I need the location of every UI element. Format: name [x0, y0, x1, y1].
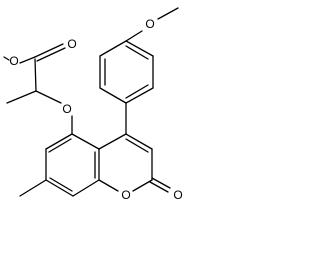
bond-aryl-methoxy-o: [125, 30, 143, 42]
atom-label-ester-carbonyl-oxygen: O: [67, 37, 76, 51]
chemical-structure: O O O O O O: [3, 7, 183, 202]
bond-c4-c3-inner: [125, 138, 149, 153]
bond-c2-o1: [132, 179, 153, 192]
bond-c8-c8a: [72, 179, 100, 197]
atom-label-ester-ether-oxygen: O: [9, 54, 18, 68]
bond-lines: [3, 7, 179, 197]
bond-c7-methyl: [19, 179, 47, 197]
atom-label-lactone-carbonyl-oxygen: O: [173, 188, 182, 202]
bond-aryl-6-1: [125, 87, 154, 104]
bond-aryl-6-1-inner: [125, 84, 149, 99]
bond-c2-carbonyl-a: [151, 177, 171, 189]
bond-aryl-3-4: [99, 40, 127, 57]
bond-c7-c8: [45, 179, 74, 197]
bond-c5-c6-inner: [48, 138, 72, 153]
bond-c4-c3: [125, 133, 153, 150]
bond-methyl-ester-o: [3, 56, 10, 61]
bond-carbonyl-double-b: [36, 47, 66, 62]
bond-c4a-c4: [98, 133, 127, 150]
atom-label-methoxy-oxygen: O: [145, 17, 154, 31]
bond-alpha-methyl: [6, 90, 37, 104]
atom-label-ring-oxygen: O: [121, 188, 130, 202]
bond-o1-c8a: [98, 179, 119, 192]
atom-labels: O O O O O O: [9, 17, 182, 202]
bond-c7-c8-inner: [49, 177, 73, 192]
bond-aryl-4-5-inner: [125, 45, 149, 60]
bond-c2-carbonyl-b: [149, 181, 169, 193]
bond-carbonyl-alpha: [34, 58, 37, 92]
bond-carbonyl-double-a: [34, 43, 64, 58]
bond-c5-c6: [45, 133, 73, 150]
atom-label-ether-oxygen: O: [62, 102, 71, 116]
bond-aryl-1-2: [99, 87, 127, 104]
bond-ester-o-carbonyl: [19, 56, 36, 64]
bond-aryl-4-5: [125, 40, 154, 57]
bond-methoxy-o-methyl: [157, 7, 179, 20]
bond-c4a-c5: [71, 133, 100, 150]
bond-alpha-ether-o: [35, 90, 62, 104]
